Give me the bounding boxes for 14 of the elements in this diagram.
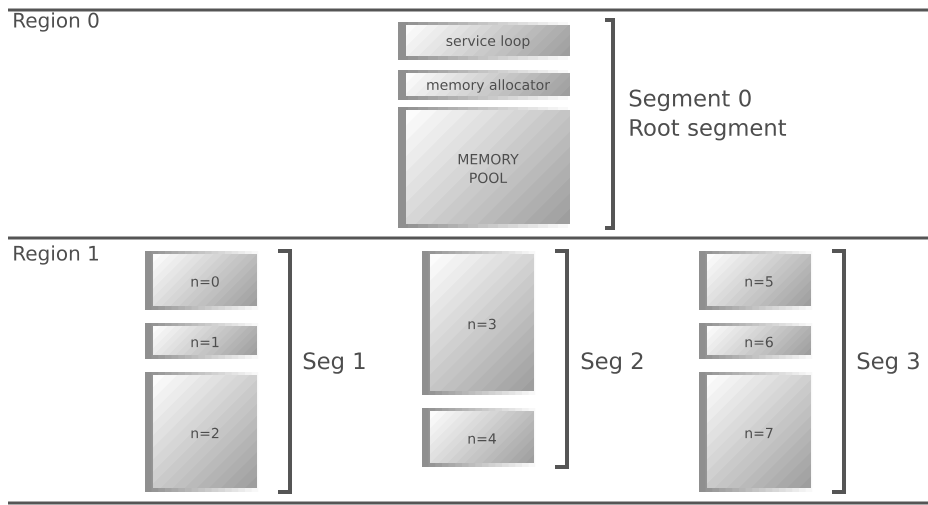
node-label: n=5: [746, 276, 773, 287]
region-label: Region 1: [14, 245, 98, 265]
segment-label: Seg 1: [304, 352, 365, 374]
memory-block: n=4: [422, 408, 542, 467]
segment-label: Seg 3: [858, 352, 919, 374]
memory-block: n=2: [145, 372, 265, 492]
segment-label: Segment 0 Root segment: [630, 90, 786, 140]
segment-label: Seg 2: [582, 352, 642, 374]
node-label: n=0: [192, 276, 219, 287]
node-label: n=6: [746, 336, 773, 348]
memory-block: n=7: [699, 372, 819, 492]
node-label: n=7: [746, 428, 773, 438]
region-label: Region 0: [14, 12, 98, 32]
node-label: n=4: [468, 433, 496, 444]
